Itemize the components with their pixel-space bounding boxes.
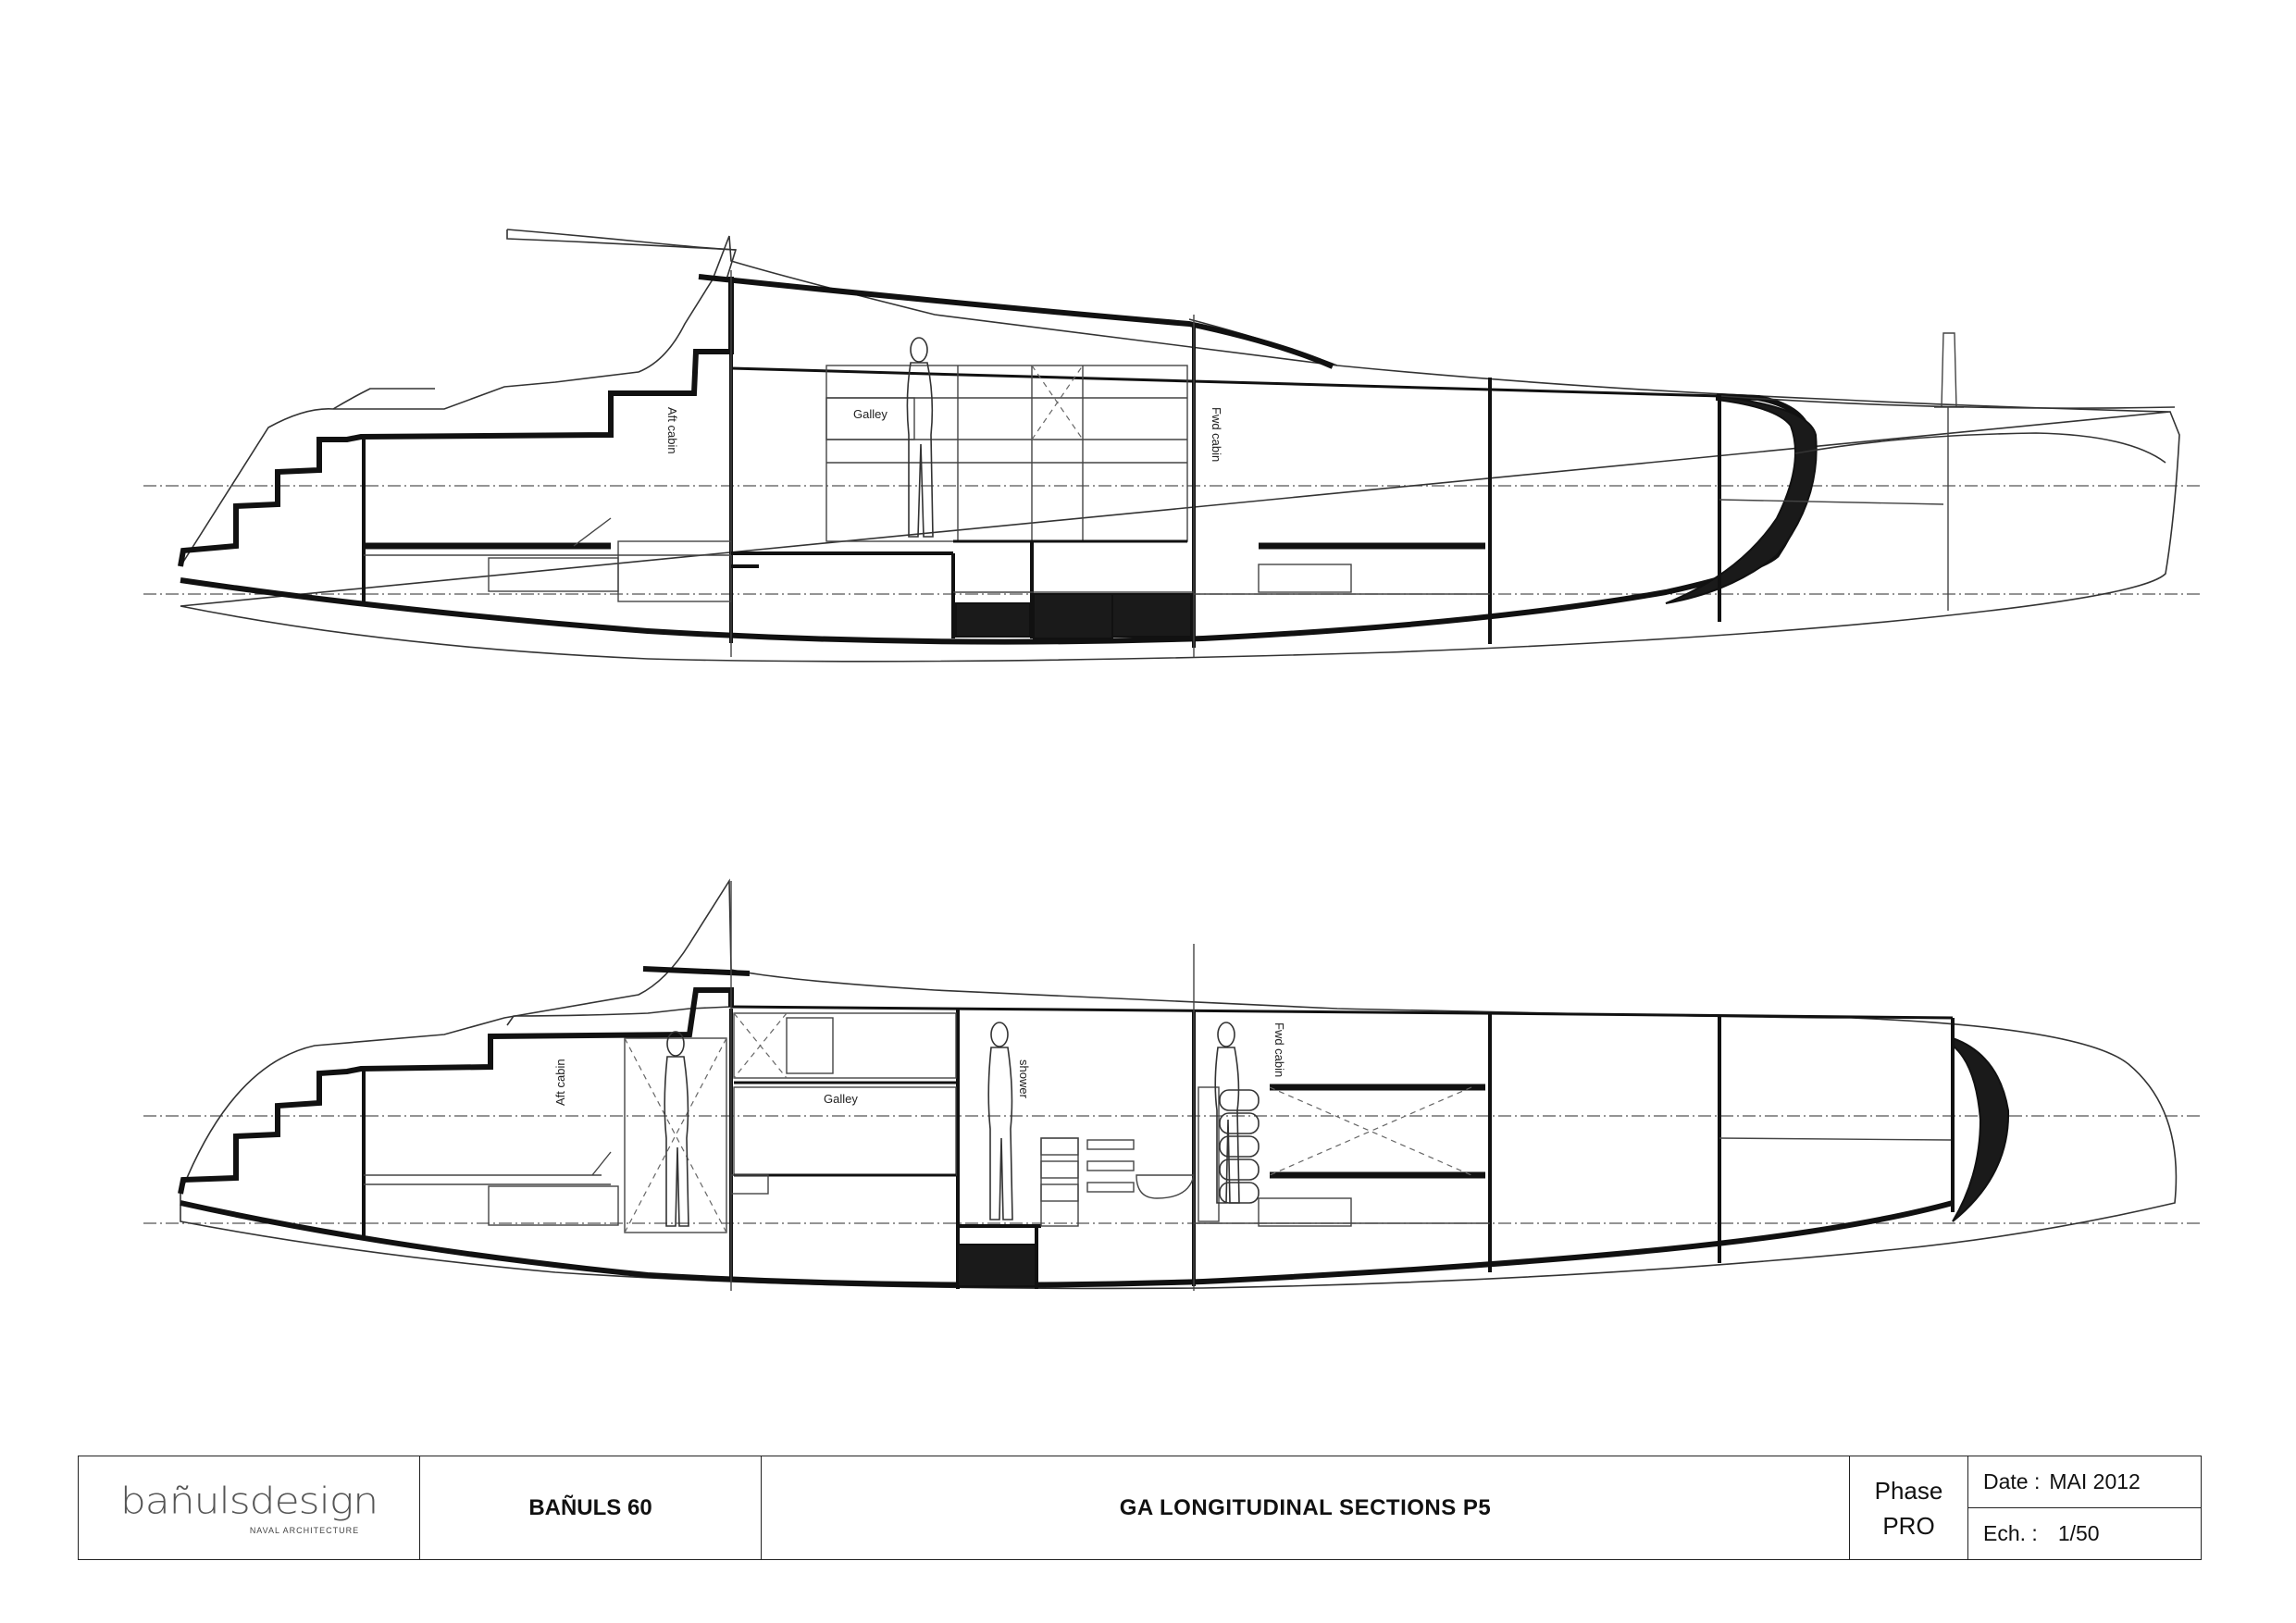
upper-galley-cabinet [825,365,1188,542]
lower-head-shelves [1040,1137,1079,1227]
upper-bow-sheer [1720,395,2176,409]
lower-person-figure-fwd [1214,1022,1240,1204]
upper-galley-door-swing-2 [1031,365,1084,440]
scale-row: Ech. : 1/50 [1968,1507,2201,1559]
upper-longitudinal-section: Aft cabin Galley Fwd cabin [143,229,2203,663]
upper-tank-3 [1111,593,1192,638]
lower-person-figure-aft [664,1031,689,1227]
upper-transom-stairs [178,277,734,567]
upper-aft-cupboard [617,540,732,602]
lower-aft-wardrobe [624,1037,727,1233]
date-row: Date : MAI 2012 [1968,1456,2201,1507]
lower-fwd-cabin-label: Fwd cabin [1272,1022,1286,1077]
upper-deck-bold [698,274,1334,369]
upper-person-figure [906,337,934,538]
lower-person-figure-shower [987,1022,1013,1220]
upper-tank-1 [955,602,1031,638]
upper-galley-label: Galley [853,407,887,421]
lower-hull-outline [180,878,2178,1290]
lower-head-shelf-4 [1086,1139,1135,1150]
upper-hull-outline [180,235,2180,663]
lower-fwd-berth-dash-2 [1269,1086,1472,1176]
lower-galley-seat [730,1174,769,1195]
lower-galley-label: Galley [824,1092,858,1106]
lower-bow-crescent [1952,1036,2010,1222]
lower-fwd-shelf [1719,1137,1952,1141]
lower-head-shelf-6 [1086,1182,1135,1193]
lower-fwd-berth-dash-1 [1269,1086,1472,1176]
upper-aft-berth-rail [573,517,612,547]
phase-label: Phase [1874,1476,1943,1505]
lower-galley-hood [786,1017,834,1074]
date-value: MAI 2012 [2049,1469,2141,1493]
upper-pulpit [1934,332,1964,408]
upper-fwd-cabin-label: Fwd cabin [1210,407,1223,462]
scale-value: 1/50 [2057,1521,2100,1545]
drawing-title: GA LONGITUDINAL SECTIONS P5 [762,1456,1850,1559]
lower-aft-locker [488,1185,619,1226]
lower-hull-bottom [180,1200,1954,1288]
lower-galley-upper-cabinet [733,1012,957,1079]
upper-deck-line [730,366,1722,398]
logo-wordmark: bañulsdesign [119,1480,379,1522]
lower-aft-berth-rail [591,1151,612,1176]
company-logo: bañulsdesign NAVAL ARCHITECTURE [79,1456,420,1559]
upper-galley-stove [825,397,915,440]
lower-deck-line [730,1005,1482,1015]
upper-inner-hull [1794,432,2166,464]
upper-bow-crescent [1665,394,1818,604]
lower-longitudinal-section: Aft cabin Galley shower Fwd cabin [143,878,2203,1291]
project-name: BAÑULS 60 [420,1456,762,1559]
scale-label: Ech. : [1983,1521,2038,1545]
upper-coachroof-outline [332,229,738,410]
lower-fwd-locker [1258,1197,1352,1227]
lower-head-shelf-1 [1040,1137,1079,1156]
lower-head-basin [1136,1174,1195,1199]
upper-fwd-locker [1258,564,1352,593]
lower-transom-stairs [178,987,734,1195]
upper-aft-cabin-label: Aft cabin [665,407,679,454]
lower-coachroof-outline [506,1006,732,1026]
lower-deck-line-fwd [1480,1011,1954,1020]
phase-value: PRO [1882,1511,1935,1540]
upper-tank-2 [1033,593,1113,639]
lower-galley-dash-2 [733,1012,788,1079]
lower-tank [957,1244,1037,1287]
meta-cell: Date : MAI 2012 Ech. : 1/50 [1968,1456,2201,1559]
lower-head-shelf-2 [1040,1160,1079,1179]
logo-subtitle: NAVAL ARCHITECTURE [249,1525,360,1535]
date-label: Date : [1983,1469,2041,1493]
upper-fwd-shelf [1719,499,1944,505]
lower-fwd-hanging-locker [1198,1086,1220,1222]
lower-head-shelf-5 [1086,1160,1135,1171]
lower-deck-bold [642,966,751,976]
lower-shower-label: shower [1017,1059,1031,1099]
phase-cell: Phase PRO [1850,1456,1968,1559]
lower-aft-cabin-label: Aft cabin [553,1059,567,1106]
title-block: bañulsdesign NAVAL ARCHITECTURE BAÑULS 6… [78,1456,2202,1560]
lower-head-shelf-3 [1040,1183,1079,1202]
